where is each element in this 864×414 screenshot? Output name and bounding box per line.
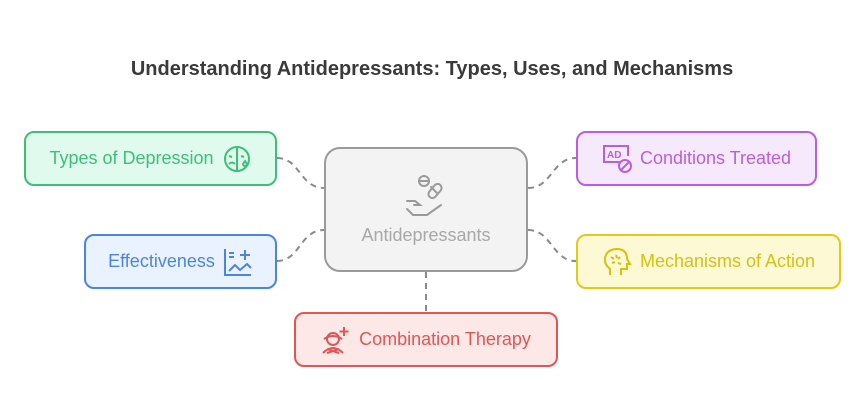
central-node-antidepressants[interactable]: Antidepressants <box>324 147 528 272</box>
node-label: Mechanisms of Action <box>639 251 816 271</box>
connector-mechanisms <box>527 229 577 262</box>
chart-plus-icon <box>223 248 252 276</box>
head-brain-icon <box>603 247 632 275</box>
node-types-of-depression[interactable]: Types of Depression <box>24 131 277 186</box>
svg-text:AD: AD <box>607 150 621 161</box>
sad-face-mask-icon <box>223 145 250 172</box>
pill-hand-icon <box>406 175 443 216</box>
node-label: Effectiveness <box>108 251 215 271</box>
connector-types <box>276 157 325 189</box>
diagram-title: Understanding Antidepressants: Types, Us… <box>130 58 734 80</box>
node-combination-therapy[interactable]: Combination Therapy <box>294 312 558 367</box>
connector-effectiveness <box>276 229 325 262</box>
node-label: Conditions Treated <box>639 148 792 168</box>
node-effectiveness[interactable]: Effectiveness <box>84 234 277 289</box>
ad-blocked-icon: AD <box>602 144 632 173</box>
node-label: Combination Therapy <box>359 329 531 349</box>
node-conditions-treated[interactable]: AD Conditions Treated <box>576 131 817 186</box>
node-label: Types of Depression <box>49 148 214 168</box>
node-mechanisms-of-action[interactable]: Mechanisms of Action <box>576 234 841 289</box>
person-plus-icon <box>322 326 349 354</box>
connector-conditions <box>527 157 577 189</box>
central-node-label: Antidepressants <box>361 225 491 245</box>
